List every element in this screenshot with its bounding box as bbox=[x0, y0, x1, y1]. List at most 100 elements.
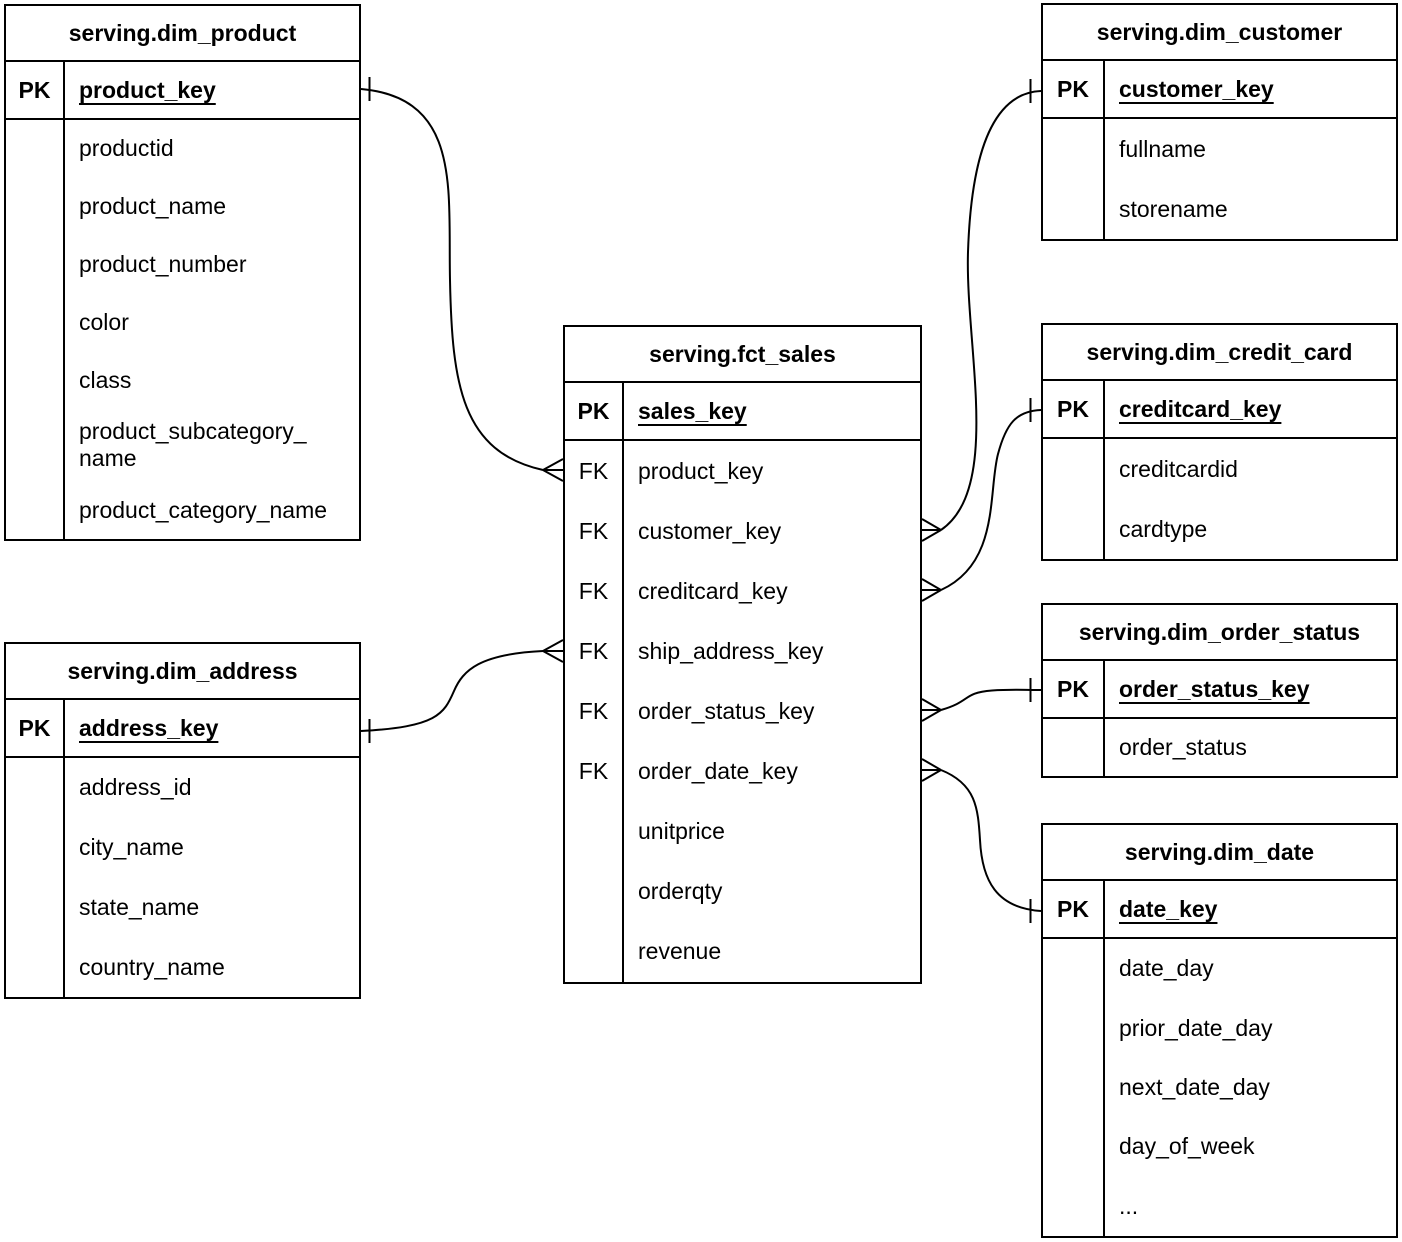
pk-field: date_key bbox=[1119, 895, 1218, 922]
field-name: order_status_key bbox=[638, 697, 815, 724]
field-name: storename bbox=[1119, 195, 1228, 222]
field-name: class bbox=[79, 366, 132, 393]
pk-row: PK customer_key bbox=[1043, 61, 1396, 119]
key-cell: FK bbox=[565, 561, 624, 622]
key-cell bbox=[6, 877, 65, 938]
field-name: address_id bbox=[79, 774, 192, 801]
crowfoot-many-icon bbox=[921, 578, 942, 602]
key-cell bbox=[6, 408, 65, 482]
key-cell bbox=[6, 817, 65, 878]
pk-label: PK bbox=[1043, 61, 1105, 117]
key-cell bbox=[6, 758, 65, 818]
pk-label: PK bbox=[1043, 381, 1105, 437]
pk-field: sales_key bbox=[638, 397, 747, 424]
field-row: product_number bbox=[6, 235, 359, 294]
relationship-order-date bbox=[921, 758, 1042, 923]
field-name: product_name bbox=[79, 193, 227, 220]
field-row: date_day bbox=[1043, 939, 1396, 999]
table-dim-credit-card: serving.dim_credit_card PK creditcard_ke… bbox=[1041, 323, 1398, 561]
crowfoot-many-icon bbox=[542, 639, 564, 663]
pk-field: order_status_key bbox=[1119, 675, 1310, 702]
field-row: FK order_status_key bbox=[565, 681, 920, 742]
key-cell bbox=[1043, 439, 1105, 499]
pk-label: PK bbox=[1043, 881, 1105, 937]
relationship-credit-card bbox=[921, 398, 1042, 602]
pk-row: PK product_key bbox=[6, 62, 359, 120]
field-row: orderqty bbox=[565, 861, 920, 922]
field-name: order_date_key bbox=[638, 758, 798, 785]
table-dim-address: serving.dim_address PK address_key addre… bbox=[4, 642, 361, 999]
crowfoot-many-icon bbox=[542, 458, 564, 482]
field-row: class bbox=[6, 351, 359, 409]
key-cell bbox=[1043, 1176, 1105, 1237]
key-cell bbox=[6, 293, 65, 352]
table-dim-product: serving.dim_product PK product_key produ… bbox=[4, 4, 361, 541]
crowfoot-many-icon bbox=[921, 758, 942, 782]
crowfoot-many-icon bbox=[921, 698, 942, 722]
field-row: ... bbox=[1043, 1176, 1396, 1237]
pk-label: PK bbox=[6, 62, 65, 118]
field-row: product_name bbox=[6, 177, 359, 236]
field-name: ship_address_key bbox=[638, 637, 824, 664]
table-body: address_id city_name state_name country_… bbox=[6, 758, 359, 997]
field-row: order_status bbox=[1043, 719, 1396, 776]
field-name: order_status bbox=[1119, 734, 1247, 760]
field-name: product_number bbox=[79, 250, 247, 277]
key-cell bbox=[6, 481, 65, 540]
relationship-curve bbox=[360, 650, 544, 732]
field-row: creditcardid bbox=[1043, 439, 1396, 499]
table-body: creditcardid cardtype bbox=[1043, 439, 1396, 559]
field-name: date_day bbox=[1119, 955, 1214, 982]
relationship-product bbox=[360, 77, 564, 482]
field-row: state_name bbox=[6, 877, 359, 938]
relationship-curve bbox=[940, 769, 1042, 912]
field-row: country_name bbox=[6, 937, 359, 997]
field-name: city_name bbox=[79, 834, 184, 861]
key-cell bbox=[1043, 998, 1105, 1058]
key-cell bbox=[1043, 499, 1105, 559]
pk-label: PK bbox=[565, 383, 624, 439]
key-cell bbox=[1043, 179, 1105, 239]
table-body: date_day prior_date_day next_date_day da… bbox=[1043, 939, 1396, 1237]
relationship-curve bbox=[360, 88, 544, 471]
relationship-curve bbox=[940, 409, 1042, 591]
field-name: product_key bbox=[638, 457, 764, 484]
field-name: fullname bbox=[1119, 135, 1206, 162]
table-body: order_status bbox=[1043, 719, 1396, 776]
key-cell: FK bbox=[565, 681, 624, 742]
key-cell bbox=[6, 235, 65, 294]
key-cell bbox=[1043, 939, 1105, 999]
pk-field: address_key bbox=[79, 714, 219, 741]
relationship-curve bbox=[940, 90, 1042, 531]
field-row: product_category_name bbox=[6, 481, 359, 540]
field-name: cardtype bbox=[1119, 515, 1208, 542]
table-title: serving.fct_sales bbox=[565, 327, 920, 383]
pk-row: PK sales_key bbox=[565, 383, 920, 441]
key-cell bbox=[6, 177, 65, 236]
field-row: city_name bbox=[6, 817, 359, 878]
field-name: product_subcategory_ name bbox=[79, 418, 307, 472]
key-cell bbox=[565, 861, 624, 922]
pk-row: PK creditcard_key bbox=[1043, 381, 1396, 439]
key-cell bbox=[1043, 119, 1105, 179]
field-row: revenue bbox=[565, 921, 920, 982]
field-name: productid bbox=[79, 135, 174, 162]
key-cell bbox=[565, 801, 624, 862]
field-row: day_of_week bbox=[1043, 1117, 1396, 1177]
table-title: serving.dim_product bbox=[6, 6, 359, 62]
table-title: serving.dim_address bbox=[6, 644, 359, 700]
table-title: serving.dim_credit_card bbox=[1043, 325, 1396, 381]
key-cell bbox=[565, 921, 624, 982]
field-row: address_id bbox=[6, 758, 359, 818]
field-row: cardtype bbox=[1043, 499, 1396, 559]
field-row: next_date_day bbox=[1043, 1057, 1396, 1118]
relationship-order-status bbox=[921, 678, 1042, 722]
key-cell bbox=[6, 937, 65, 997]
relationship-customer bbox=[921, 79, 1042, 542]
